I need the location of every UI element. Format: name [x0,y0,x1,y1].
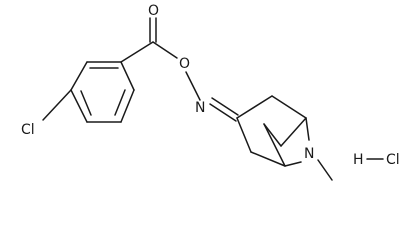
chlorine-atom-label: Cl [21,122,35,138]
bridge-nitrogen-label: N [304,146,314,162]
benzene-ring [70,61,135,123]
hcl-chlorine-label: Cl [386,152,400,168]
tropane-bicycle: N [236,95,333,181]
chloro-substituent: Cl [21,89,72,138]
oxime-linkage: N [185,71,239,122]
chemical-structure-diagram: Cl O O N N H Cl [21,3,400,181]
ester-oxygen-label: O [179,56,190,72]
hydrogen-label: H [353,152,364,168]
carbonyl-oxygen-label: O [148,3,159,19]
oxime-nitrogen-label: N [195,100,205,116]
hydrochloride-salt: H Cl [353,152,400,168]
ester-group: O O [120,3,190,72]
